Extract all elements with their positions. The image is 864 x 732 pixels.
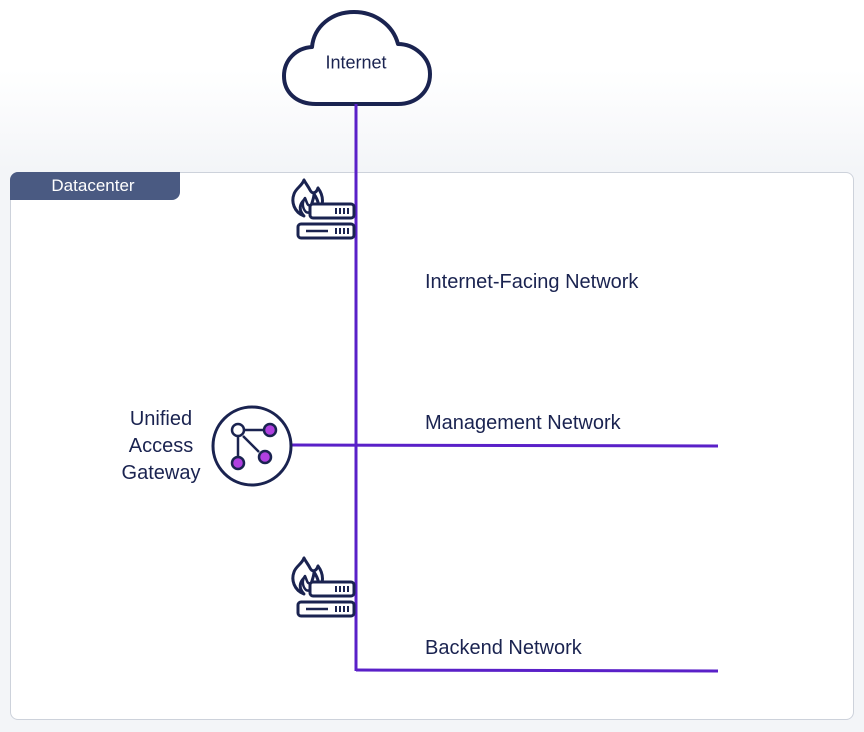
firewall-server-icon — [291, 556, 356, 618]
firewall-server-icon — [291, 178, 356, 240]
gateway-label-line: Access — [128, 435, 194, 457]
internet-label: Internet — [325, 52, 387, 73]
backend-network-line — [355, 668, 719, 673]
management-network-line — [291, 443, 719, 448]
internet-facing-network-label: Internet-Facing Network — [425, 271, 639, 293]
gateway-label-line: Gateway — [121, 462, 201, 484]
gateway-network-icon — [211, 405, 293, 487]
datacenter-label: Datacenter — [10, 172, 180, 200]
backend-network-label: Backend Network — [425, 637, 582, 659]
cloud-icon — [282, 10, 432, 106]
management-network-label: Management Network — [425, 412, 621, 434]
unified-access-gateway-label: Unified Access Gateway — [96, 406, 226, 487]
gateway-label-line: Unified — [129, 408, 193, 430]
